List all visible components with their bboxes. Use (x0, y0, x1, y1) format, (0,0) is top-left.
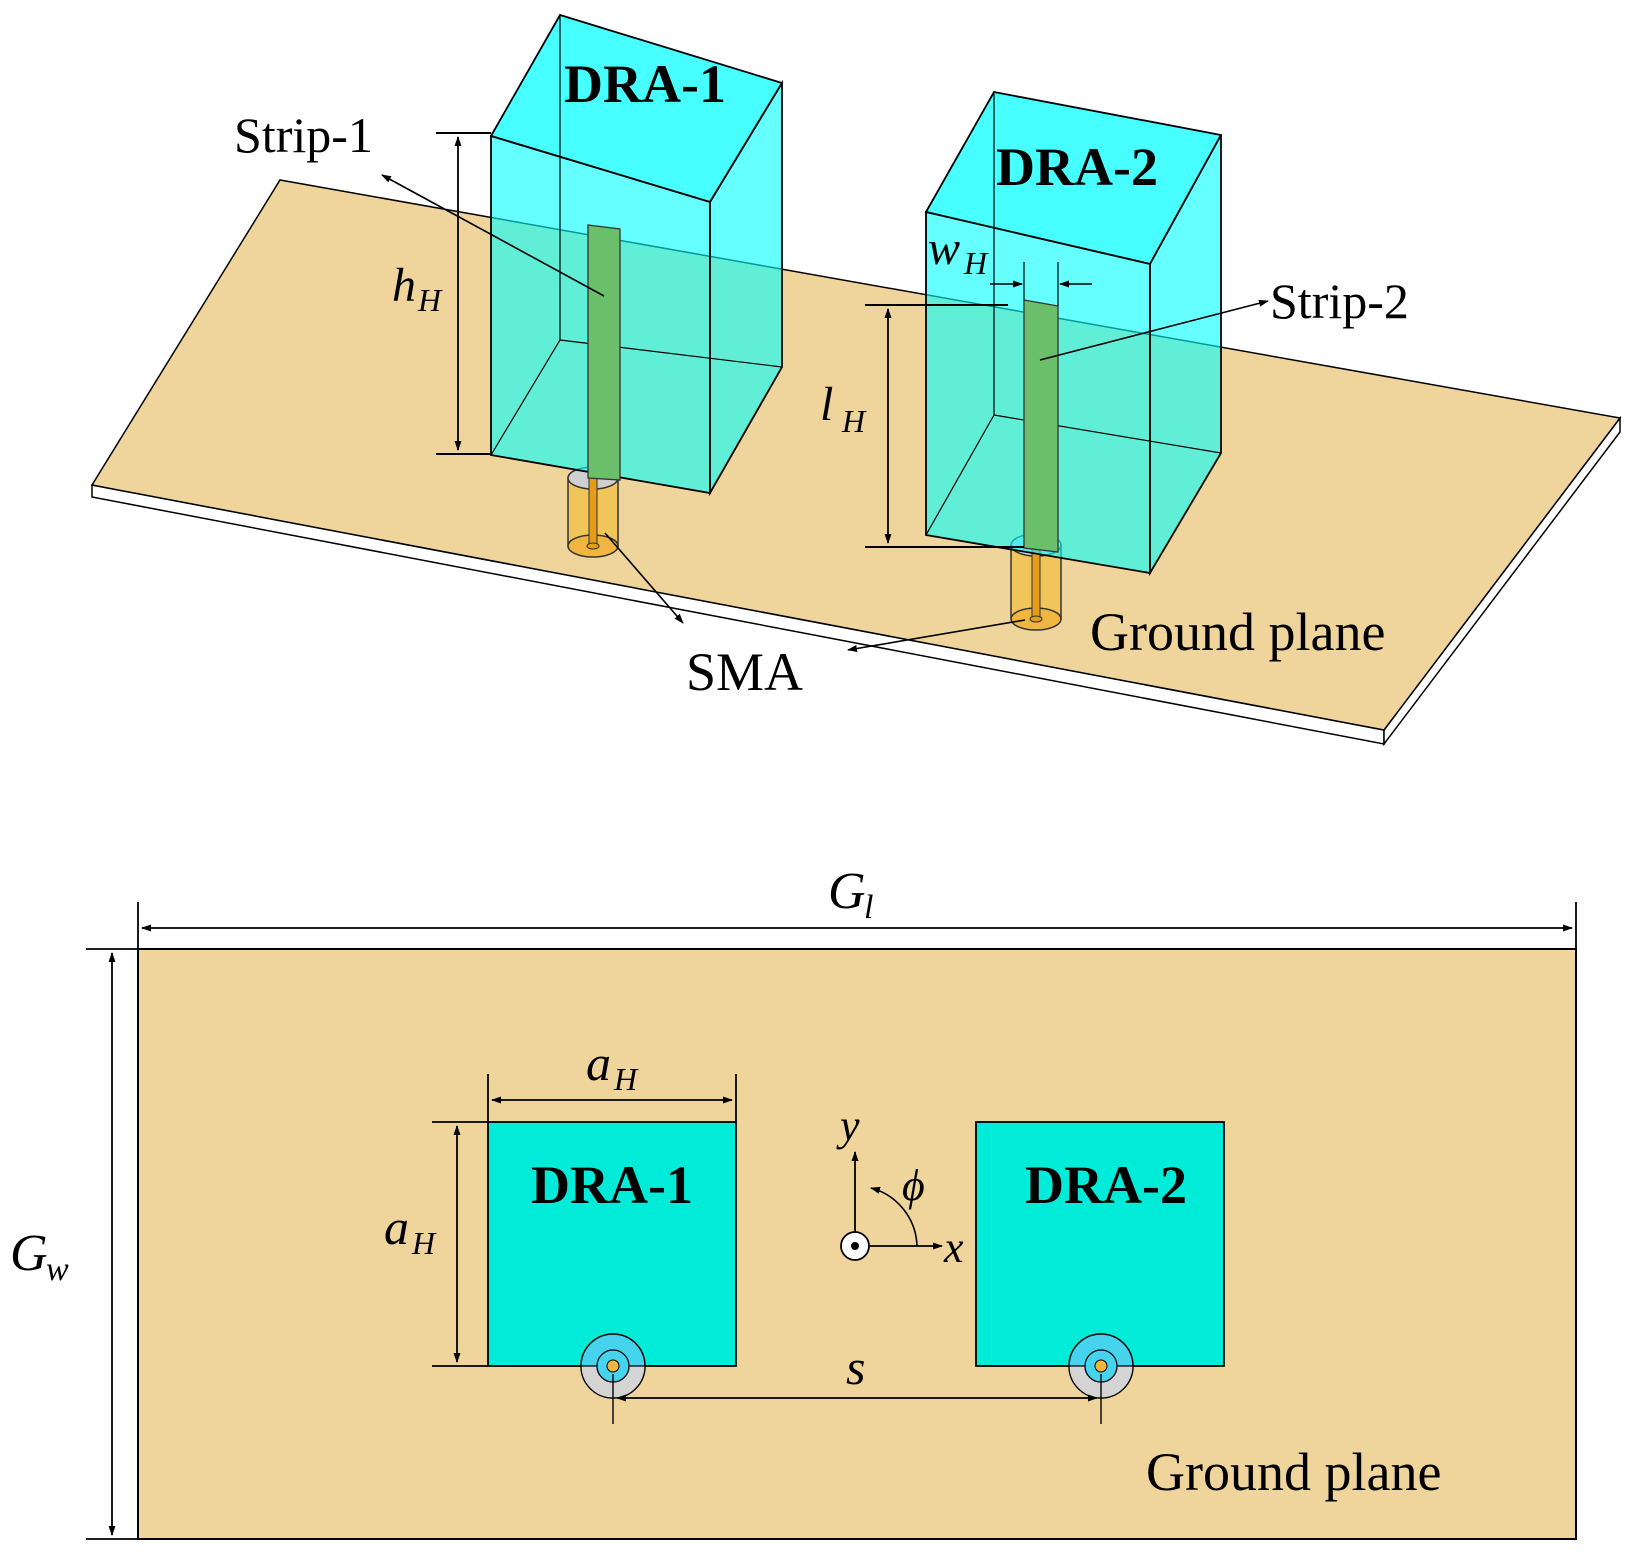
a-top-dimension: a H (487, 1035, 737, 1122)
s-dimension: s (616, 1339, 1098, 1402)
phi-label: ϕ (902, 1161, 925, 1210)
dra-1-label: DRA-1 (564, 54, 726, 114)
w-dimension: w H (928, 222, 1092, 288)
a-side-dimension: a H (384, 1121, 488, 1367)
sma-label: SMA (686, 642, 803, 702)
gw-dimension: G w (10, 948, 138, 1540)
dra-2-label: DRA-2 (996, 137, 1158, 197)
dra-2-plan: DRA-2 (975, 1121, 1225, 1367)
a-top-symbol: a (586, 1035, 611, 1091)
ground-plane-label-3d: Ground plane (1090, 602, 1385, 662)
ground-plane-3d (90, 179, 1622, 747)
dra-1-plan-label: DRA-1 (531, 1155, 693, 1215)
l-dimension: l H (820, 304, 1024, 548)
dra-2-3d: DRA-2 (924, 90, 1223, 577)
a-side-subscript: H (411, 1225, 437, 1261)
sma-connector-1 (567, 466, 619, 558)
gl-dimension: G l (137, 863, 1577, 949)
a-top-subscript: H (613, 1061, 639, 1097)
y-axis-label: y (836, 1101, 860, 1150)
h-subscript: H (417, 282, 443, 318)
dra-1-3d: DRA-1 (489, 13, 784, 497)
strip-2-label: Strip-2 (1270, 273, 1409, 329)
dra-2-plan-label: DRA-2 (1025, 1155, 1187, 1215)
gw-symbol: G (10, 1225, 48, 1282)
ground-plane-top (90, 179, 1622, 731)
gl-symbol: G (828, 863, 866, 920)
phi-arc (870, 1186, 918, 1247)
sma-callout: SMA (604, 532, 1026, 702)
strip-2-callout: Strip-2 (1039, 273, 1409, 361)
top-view: G l G w DRA-1 DRA-2 (10, 863, 1577, 1540)
strip-1 (587, 224, 621, 481)
coordinate-axes: y x ϕ (836, 1101, 964, 1272)
s-symbol: s (846, 1339, 865, 1395)
feed-point-2 (1068, 1333, 1134, 1424)
gw-subscript: w (46, 1251, 69, 1288)
l-symbol: l (820, 378, 833, 431)
w-symbol: w (928, 222, 960, 275)
feed-point-1 (580, 1333, 646, 1424)
strip-1-callout: Strip-1 (234, 107, 605, 297)
a-side-symbol: a (384, 1199, 409, 1255)
l-subscript: H (841, 403, 867, 439)
gl-subscript: l (864, 889, 873, 926)
perspective-view: DRA-1 DRA-2 h (90, 13, 1622, 747)
dra-1-plan: DRA-1 (487, 1121, 737, 1367)
h-symbol: h (392, 259, 416, 312)
w-subscript: H (963, 245, 989, 281)
h-dimension: h H (392, 132, 491, 455)
x-axis-label: x (943, 1223, 964, 1272)
strip-2 (1023, 299, 1059, 553)
strip-1-label: Strip-1 (234, 107, 373, 163)
ground-plane-label-plan: Ground plane (1146, 1442, 1441, 1502)
